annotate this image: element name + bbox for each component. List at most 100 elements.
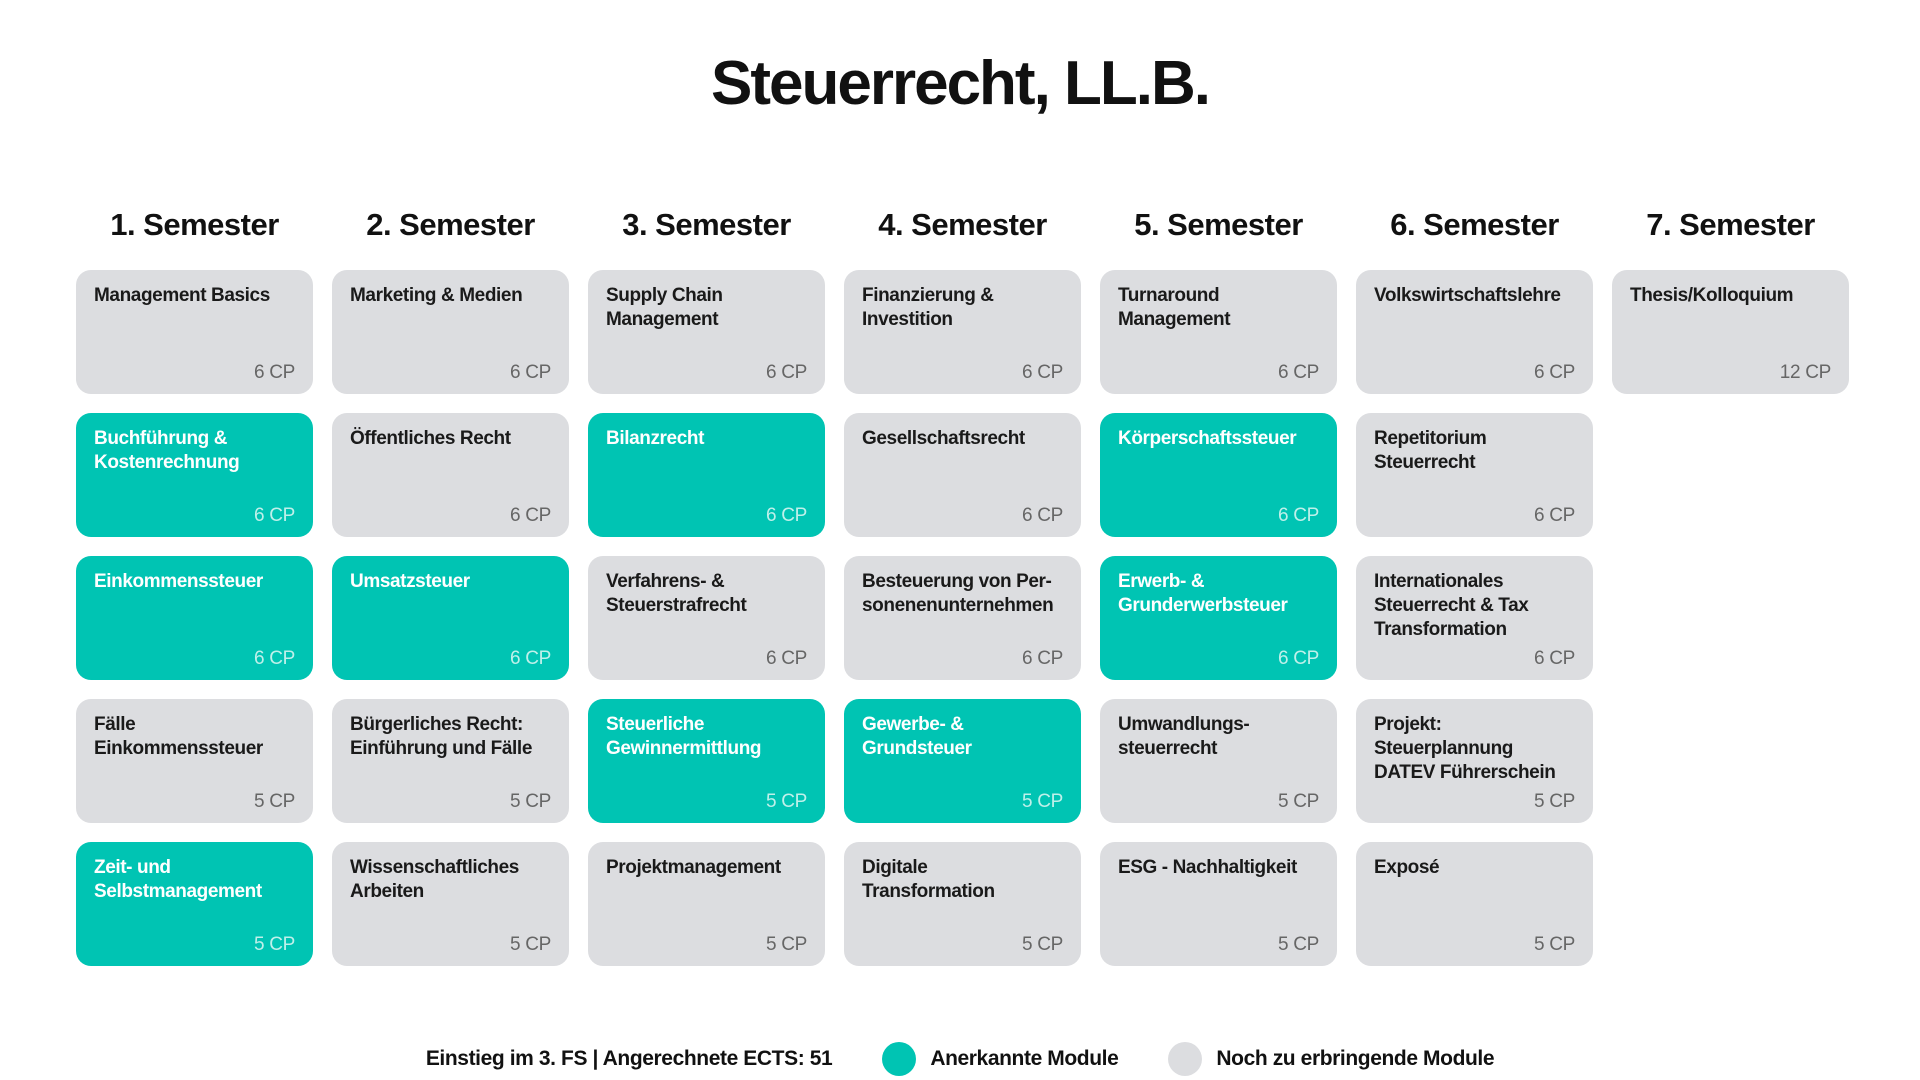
- semester-column: 7. Semester Thesis/Kolloquium 12 CP: [1612, 200, 1849, 985]
- module-credits: 5 CP: [509, 934, 551, 955]
- semester-column: 3. Semester Supply Chain Management 6 CP…: [588, 200, 825, 985]
- module-credits: 6 CP: [509, 362, 551, 383]
- module-card[interactable]: Öffentliches Recht 6 CP: [332, 413, 569, 537]
- module-credits: 6 CP: [765, 505, 807, 526]
- module-name: Internationales Steuerrecht & Tax Transf…: [1374, 571, 1529, 640]
- module-credits: 6 CP: [509, 648, 551, 669]
- semester-column: 4. Semester Finanzierung & Investition 6…: [844, 200, 1081, 985]
- module-name: Verfahrens- & Steuerstrafrecht: [606, 571, 747, 616]
- module-credits: 6 CP: [1021, 505, 1063, 526]
- module-name: Turnaround Management: [1118, 285, 1231, 330]
- module-credits: 6 CP: [1021, 648, 1063, 669]
- module-card[interactable]: Einkommenssteuer 6 CP: [76, 556, 313, 680]
- module-credits: 6 CP: [253, 648, 295, 669]
- module-name: Finanzierung & Investition: [862, 285, 994, 330]
- module-card[interactable]: Projektmanagement 5 CP: [588, 842, 825, 966]
- module-card[interactable]: Umsatzsteuer 6 CP: [332, 556, 569, 680]
- module-credits: 5 CP: [253, 934, 295, 955]
- module-name: Supply Chain Management: [606, 285, 723, 330]
- semester-column: 5. Semester Turnaround Management 6 CP K…: [1100, 200, 1337, 985]
- module-card[interactable]: Körperschaftssteuer 6 CP: [1100, 413, 1337, 537]
- module-name: Gesellschaftsrecht: [862, 428, 1025, 449]
- module-credits: 6 CP: [1021, 362, 1063, 383]
- module-credits: 5 CP: [1277, 791, 1319, 812]
- module-card[interactable]: Supply Chain Management 6 CP: [588, 270, 825, 394]
- module-name: Projektmanagement: [606, 857, 781, 878]
- module-card[interactable]: Internationales Steuerrecht & Tax Transf…: [1356, 556, 1593, 680]
- semester-header: 7. Semester: [1646, 207, 1815, 242]
- module-name: Umsatzsteuer: [350, 571, 470, 592]
- module-card[interactable]: Erwerb- & Grunderwerbsteuer 6 CP: [1100, 556, 1337, 680]
- module-credits: 5 CP: [1021, 934, 1063, 955]
- module-name: Projekt: Steuerplannung DATEV Führersche…: [1374, 714, 1556, 783]
- module-card[interactable]: Volkswirtschaftslehre 6 CP: [1356, 270, 1593, 394]
- semester-header: 1. Semester: [110, 207, 279, 242]
- module-credits: 5 CP: [1277, 934, 1319, 955]
- module-name: Steuerliche Gewinnermittlung: [606, 714, 762, 759]
- module-card[interactable]: Verfahrens- & Steuerstrafrecht 6 CP: [588, 556, 825, 680]
- module-card[interactable]: Exposé 5 CP: [1356, 842, 1593, 966]
- module-credits: 6 CP: [1277, 505, 1319, 526]
- module-name: Öffentliches Recht: [350, 428, 511, 449]
- module-card[interactable]: Turnaround Management 6 CP: [1100, 270, 1337, 394]
- module-card[interactable]: Bürgerliches Recht: Einführung und Fälle…: [332, 699, 569, 823]
- module-name: Buchführung & Kostenrechnung: [94, 428, 240, 473]
- module-credits: 5 CP: [253, 791, 295, 812]
- recognized-dot-icon: [882, 1042, 917, 1076]
- pending-dot-icon: [1168, 1042, 1203, 1076]
- module-name: Besteuerung von Per-sonenenunternehmen: [862, 571, 1054, 616]
- module-name: ESG - Nachhaltigkeit: [1118, 857, 1297, 878]
- module-credits: 5 CP: [509, 791, 551, 812]
- module-name: Management Basics: [94, 285, 270, 306]
- module-name: Umwandlungs-steuerrecht: [1118, 714, 1250, 759]
- module-card[interactable]: Umwandlungs-steuerrecht 5 CP: [1100, 699, 1337, 823]
- module-card[interactable]: Gesellschaftsrecht 6 CP: [844, 413, 1081, 537]
- semester-header: 2. Semester: [366, 207, 535, 242]
- module-card[interactable]: Finanzierung & Investition 6 CP: [844, 270, 1081, 394]
- module-card[interactable]: ESG - Nachhaltigkeit 5 CP: [1100, 842, 1337, 966]
- module-card[interactable]: Gewerbe- & Grundsteuer 5 CP: [844, 699, 1081, 823]
- module-name: Zeit- und Selbstmanagement: [94, 857, 262, 902]
- legend: Einstieg im 3. FS | Angerechnete ECTS: 5…: [0, 1042, 1920, 1076]
- module-name: Volkswirtschaftslehre: [1374, 285, 1561, 306]
- module-card[interactable]: Wissenschaftliches Arbeiten 5 CP: [332, 842, 569, 966]
- module-name: Einkommenssteuer: [94, 571, 263, 592]
- module-card[interactable]: Management Basics 6 CP: [76, 270, 313, 394]
- module-name: Bilanzrecht: [606, 428, 705, 449]
- module-name: Exposé: [1374, 857, 1440, 878]
- module-card[interactable]: Fälle Einkommenssteuer 5 CP: [76, 699, 313, 823]
- module-card[interactable]: Besteuerung von Per-sonenenunternehmen 6…: [844, 556, 1081, 680]
- module-credits: 5 CP: [1021, 791, 1063, 812]
- module-card[interactable]: Zeit- und Selbstmanagement 5 CP: [76, 842, 313, 966]
- module-card[interactable]: Digitale Transformation 5 CP: [844, 842, 1081, 966]
- semester-header: 5. Semester: [1134, 207, 1303, 242]
- module-credits: 5 CP: [1533, 791, 1575, 812]
- module-credits: 6 CP: [1533, 362, 1575, 383]
- module-card[interactable]: Bilanzrecht 6 CP: [588, 413, 825, 537]
- module-credits: 12 CP: [1779, 362, 1832, 383]
- module-credits: 6 CP: [1533, 648, 1575, 669]
- module-card[interactable]: Steuerliche Gewinnermittlung 5 CP: [588, 699, 825, 823]
- module-credits: 6 CP: [765, 648, 807, 669]
- module-card[interactable]: Marketing & Medien 6 CP: [332, 270, 569, 394]
- module-name: Digitale Transformation: [862, 857, 995, 902]
- module-credits: 5 CP: [765, 791, 807, 812]
- module-credits: 6 CP: [1277, 362, 1319, 383]
- module-credits: 6 CP: [253, 362, 295, 383]
- module-card[interactable]: Projekt: Steuerplannung DATEV Führersche…: [1356, 699, 1593, 823]
- module-name: Thesis/Kolloquium: [1630, 285, 1794, 306]
- semester-column: 2. Semester Marketing & Medien 6 CP Öffe…: [332, 200, 569, 985]
- semester-column: 6. Semester Volkswirtschaftslehre 6 CP R…: [1356, 200, 1593, 985]
- legend-recognized: Anerkannte Module: [930, 1047, 1119, 1070]
- module-name: Marketing & Medien: [350, 285, 523, 306]
- module-credits: 6 CP: [765, 362, 807, 383]
- module-card[interactable]: Buchführung & Kostenrechnung 6 CP: [76, 413, 313, 537]
- semester-header: 4. Semester: [878, 207, 1047, 242]
- semester-column: 1. Semester Management Basics 6 CP Buchf…: [76, 200, 313, 985]
- module-card[interactable]: Thesis/Kolloquium 12 CP: [1612, 270, 1849, 394]
- module-credits: 6 CP: [1277, 648, 1319, 669]
- module-card[interactable]: Repetitorium Steuerrecht 6 CP: [1356, 413, 1593, 537]
- legend-pending: Noch zu erbringende Module: [1216, 1047, 1495, 1070]
- module-credits: 6 CP: [1533, 505, 1575, 526]
- module-name: Körperschaftssteuer: [1118, 428, 1297, 449]
